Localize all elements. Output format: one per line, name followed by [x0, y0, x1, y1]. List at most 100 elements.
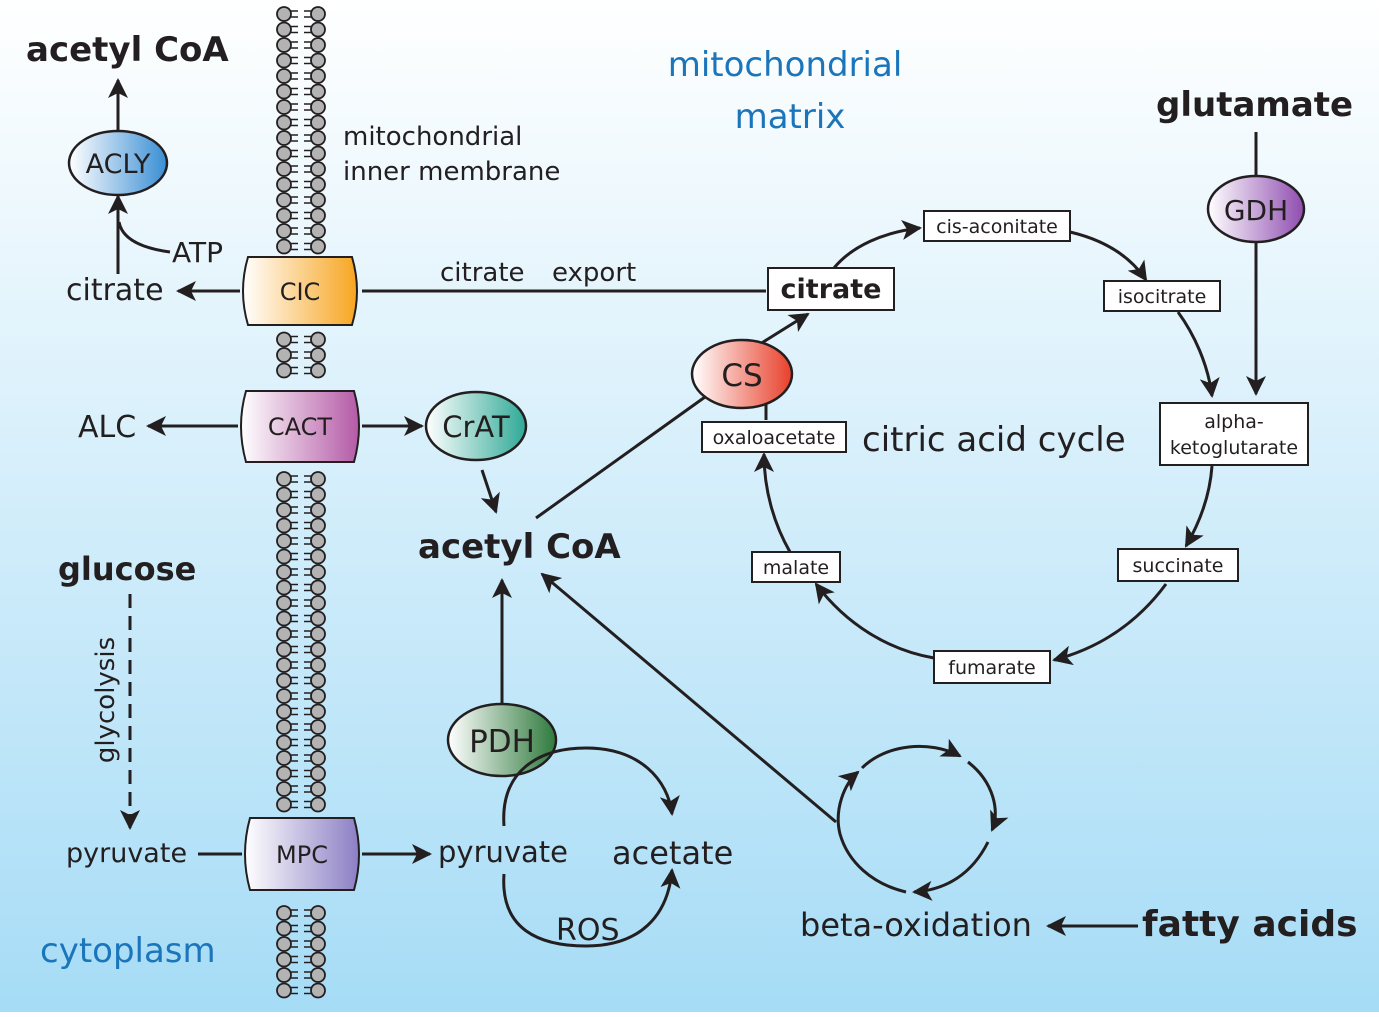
- arc-succinate-to-fumarate: [1052, 583, 1168, 666]
- membrane-lipid-head: [276, 796, 292, 813]
- acly-label: ACLY: [86, 149, 151, 180]
- isocitrate-label: isocitrate: [1118, 286, 1207, 308]
- betaox-cycle-arc-top: [860, 738, 962, 770]
- succinate-box: [1117, 548, 1239, 582]
- membrane-lipid-head: [310, 579, 326, 596]
- arc-citrate-to-cisaconitate: [832, 220, 922, 269]
- cact-transporter: [240, 390, 360, 463]
- membrane-lipid-head: [310, 564, 326, 580]
- membrane-lipid-head: [310, 781, 326, 797]
- membrane-label-line2: inner membrane: [343, 157, 560, 187]
- fumarate-box: [933, 650, 1051, 684]
- arrow-cs-to-citrate: [759, 312, 810, 346]
- membrane-lipid-head: [276, 920, 292, 937]
- arc-fumarate-to-malate: [814, 582, 935, 660]
- membrane-lipid-head: [276, 238, 292, 255]
- membrane-lipid-head: [276, 982, 292, 999]
- cic-label: CIC: [280, 278, 321, 306]
- membrane-lipid-head: [310, 703, 326, 720]
- membrane-lipid-head: [276, 21, 292, 38]
- membrane-lipid-head: [276, 471, 292, 487]
- membrane-lipid-head: [310, 657, 326, 673]
- cic-transporter: [242, 256, 358, 326]
- membrane-label-line1: mitochondrial: [343, 122, 522, 152]
- gdh-label: GDH: [1224, 194, 1288, 227]
- arc-malate-to-oxaloacetate: [754, 452, 792, 553]
- glutamate-label: glutamate: [1156, 85, 1353, 125]
- membrane-lipid-head: [310, 765, 326, 782]
- membrane-lipid-head: [310, 68, 326, 84]
- membrane-lipid-head: [276, 331, 292, 348]
- membrane-lipid-head: [310, 114, 326, 131]
- membrane-lipid-head: [276, 548, 292, 565]
- inner-membrane: [276, 6, 326, 999]
- membrane-lipid-head: [310, 936, 326, 952]
- mpc-label: MPC: [276, 841, 328, 869]
- membrane-lipid-head: [310, 52, 326, 69]
- membrane-lipid-head: [276, 6, 292, 22]
- succinate-label: succinate: [1133, 555, 1224, 577]
- membrane-lipid-head: [276, 610, 292, 627]
- pdh-enzyme: [446, 702, 558, 778]
- membrane-lipid-head: [310, 517, 326, 534]
- citrate-box: [767, 267, 895, 311]
- membrane-lipid-head: [310, 486, 326, 503]
- membrane-lipid-head: [310, 362, 326, 379]
- membrane-lipid-head: [276, 517, 292, 534]
- atp-label: ATP: [172, 236, 223, 269]
- membrane-lipid-head: [276, 641, 292, 658]
- membrane-lipid-head: [276, 719, 292, 735]
- membrane-lipid-head: [276, 68, 292, 84]
- membrane-lipid-head: [276, 52, 292, 69]
- membrane-lipid-head: [310, 951, 326, 968]
- membrane-lipid-head: [310, 145, 326, 162]
- membrane-lipid-head: [276, 145, 292, 162]
- membrane-lipid-head: [310, 6, 326, 22]
- membrane-lipid-head: [276, 161, 292, 177]
- membrane-lipid-head: [276, 595, 292, 611]
- pdh-label: PDH: [469, 724, 535, 760]
- membrane-lipid-head: [310, 238, 326, 255]
- pyruvate-matrix-label: pyruvate: [438, 835, 568, 869]
- membrane-lipid-head: [310, 796, 326, 813]
- alpha-ketoglutarate-label-2: ketoglutarate: [1170, 437, 1298, 459]
- pyruvate-cytoplasm-label: pyruvate: [66, 838, 187, 869]
- fumarate-label: fumarate: [948, 657, 1035, 679]
- cis-aconitate-box: [923, 210, 1071, 242]
- acetylcoa-matrix-label: acetyl CoA: [418, 527, 621, 567]
- membrane-lipid-head: [310, 207, 326, 224]
- glycolysis-label: glycolysis: [91, 637, 121, 763]
- betaox-cycle-arc-left: [836, 770, 907, 894]
- arc-isocitrate-to-akg: [1176, 311, 1220, 398]
- acetate-label: acetate: [612, 834, 733, 872]
- membrane-lipid-head: [276, 750, 292, 766]
- membrane-lipid-head: [276, 130, 292, 146]
- oxaloacetate-box: [701, 421, 847, 453]
- membrane-lipid-head: [310, 347, 326, 363]
- membrane-lipid-head: [310, 502, 326, 518]
- arrow-pyruvate-to-acetate-upper: [502, 746, 680, 827]
- membrane-lipid-head: [276, 734, 292, 751]
- alpha-ketoglutarate-label-1: alpha-: [1204, 411, 1264, 433]
- membrane-lipid-head: [310, 83, 326, 100]
- membrane-lipid-head: [276, 114, 292, 131]
- citric-acid-cycle-label: citric acid cycle: [862, 420, 1126, 460]
- membrane-lipid-head: [276, 781, 292, 797]
- beta-oxidation-label: beta-oxidation: [800, 906, 1032, 944]
- membrane-lipid-head: [276, 688, 292, 704]
- membrane-lipid-head: [310, 641, 326, 658]
- alc-label: ALC: [78, 410, 136, 445]
- cs-enzyme: [690, 338, 794, 410]
- cytoplasm-label: cytoplasm: [40, 931, 216, 971]
- membrane-lipid-head: [276, 765, 292, 782]
- membrane-lipid-head: [310, 548, 326, 565]
- membrane-lipid-head: [276, 223, 292, 239]
- malate-label: malate: [763, 557, 829, 579]
- citrate-box-label: citrate: [781, 274, 882, 305]
- line-acetylcoa-to-cs: [535, 390, 713, 520]
- membrane-lipid-head: [310, 37, 326, 53]
- membrane-lipid-head: [310, 595, 326, 611]
- matrix-label-line2: matrix: [735, 97, 846, 137]
